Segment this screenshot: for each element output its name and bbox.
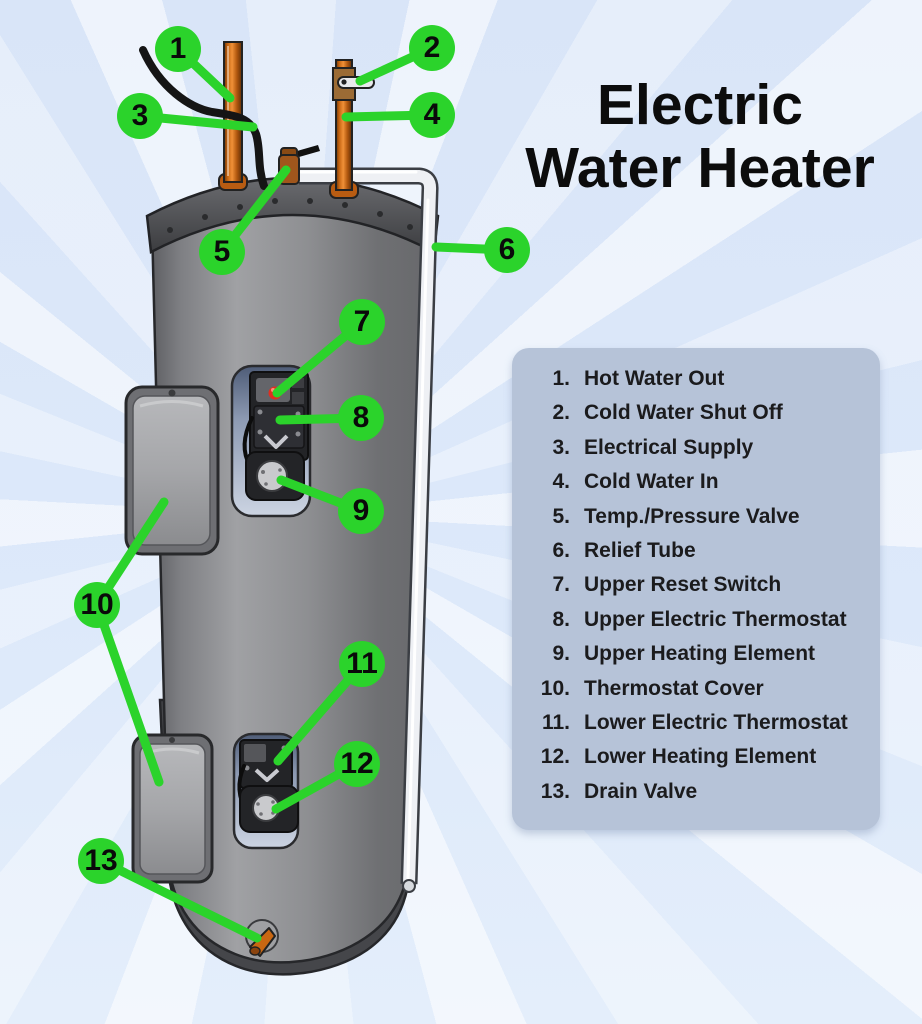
- legend-item-number: 7.: [552, 573, 570, 597]
- page-title: Electric Water Heater: [490, 74, 910, 199]
- lower-thermostat-panel: [232, 732, 300, 850]
- electrical-cable: [139, 46, 268, 190]
- upper-thermostat-panel: [230, 364, 312, 518]
- callout-4: 4: [409, 92, 455, 138]
- callout-1: 1: [155, 26, 201, 72]
- callout-5: 5: [199, 229, 245, 275]
- callout-8: 8: [338, 395, 384, 441]
- title-line-2: Water Heater: [525, 135, 875, 200]
- legend-item-label: Temp./Pressure Valve: [584, 504, 800, 528]
- legend-item-4: 4. Cold Water In: [530, 470, 862, 504]
- legend-item-label: Upper Heating Element: [584, 642, 816, 666]
- legend-item-label: Cold Water In: [584, 470, 719, 494]
- legend-item-number: 9.: [552, 642, 570, 666]
- legend-item-6: 6. Relief Tube: [530, 539, 862, 573]
- legend-item-number: 1.: [552, 367, 570, 390]
- legend-box: 1. Hot Water Out 2. Cold Water Shut Off 3.…: [512, 348, 880, 831]
- legend-item-label: Electrical Supply: [584, 435, 754, 459]
- callout-2: 2: [409, 25, 455, 71]
- legend-item-number: 2.: [552, 401, 570, 425]
- legend-item-number: 11.: [541, 710, 570, 734]
- callout-11: 11: [339, 641, 385, 687]
- legend-item-label: Upper Electric Thermostat: [584, 607, 847, 631]
- legend-item-number: 12.: [540, 745, 570, 769]
- legend-item-label: Upper Reset Switch: [584, 573, 782, 597]
- legend-item-1: 1. Hot Water Out: [530, 367, 862, 401]
- legend-item-number: 10.: [540, 676, 570, 700]
- legend-item-12: 12. Lower Heating Element: [530, 745, 862, 779]
- drain-valve: [245, 919, 279, 957]
- legend-item-label: Cold Water Shut Off: [584, 401, 783, 425]
- callout-12: 12: [334, 741, 380, 787]
- legend-item-number: 4.: [552, 470, 570, 494]
- legend-item-5: 5. Temp./Pressure Valve: [530, 505, 862, 539]
- legend-item-10: 10. Thermostat Cover: [530, 677, 862, 711]
- legend-item-2: 2. Cold Water Shut Off: [530, 401, 862, 435]
- legend-item-number: 3.: [552, 435, 570, 459]
- callout-9: 9: [338, 488, 384, 534]
- legend-item-number: 6.: [552, 538, 570, 562]
- callout-3: 3: [117, 93, 163, 139]
- legend-item-label: Lower Heating Element: [584, 745, 817, 769]
- title-line-1: Electric: [597, 73, 803, 137]
- legend-item-11: 11. Lower Electric Thermostat: [530, 711, 862, 745]
- legend-item-3: 3. Electrical Supply: [530, 436, 862, 470]
- legend-item-label: Thermostat Cover: [584, 676, 764, 700]
- legend-item-9: 9. Upper Heating Element: [530, 642, 862, 676]
- legend-item-number: 8.: [552, 607, 570, 631]
- legend-item-label: Lower Electric Thermostat: [584, 710, 848, 734]
- lower-thermostat-cover: [131, 733, 214, 884]
- legend-item-label: Hot Water Out: [584, 367, 725, 390]
- legend-item-label: Drain Valve: [584, 779, 698, 803]
- callout-6: 6: [484, 227, 530, 273]
- legend-item-number: 5.: [552, 504, 570, 528]
- callout-13: 13: [78, 838, 124, 884]
- upper-thermostat-cover: [124, 385, 220, 556]
- relief-tube: [299, 167, 439, 893]
- legend-item-13: 13. Drain Valve: [530, 780, 862, 814]
- legend-item-number: 13.: [540, 779, 570, 803]
- rivets: [167, 198, 413, 233]
- callout-7: 7: [339, 299, 385, 345]
- legend-item-label: Relief Tube: [584, 538, 696, 562]
- callout-10: 10: [74, 582, 120, 628]
- legend-item-7: 7. Upper Reset Switch: [530, 573, 862, 607]
- legend-item-8: 8. Upper Electric Thermostat: [530, 608, 862, 642]
